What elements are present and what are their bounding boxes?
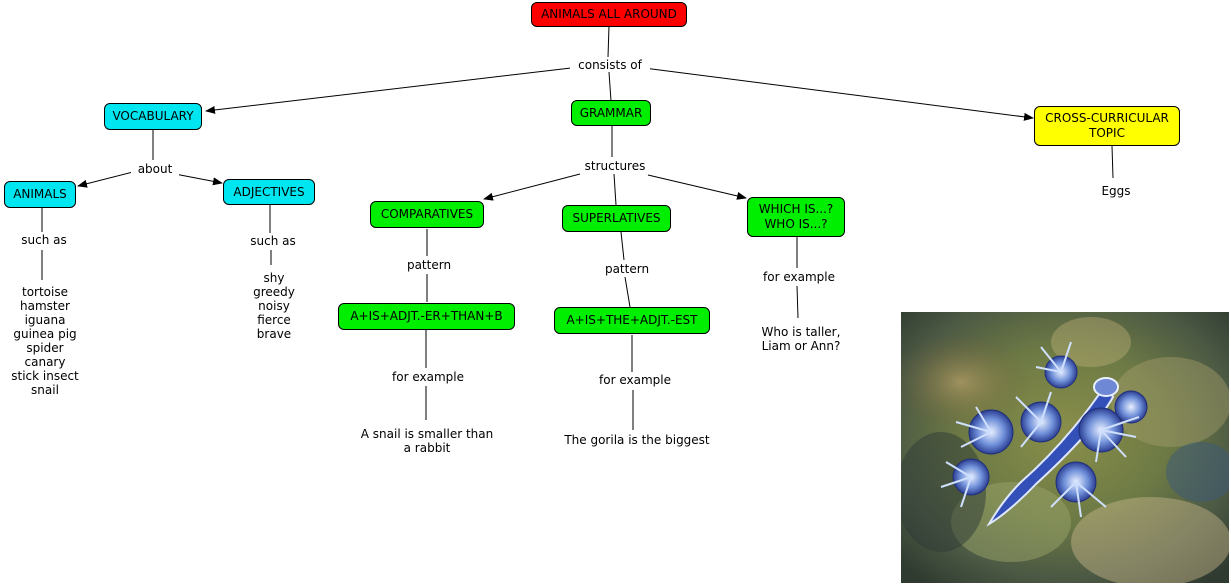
node-adjectives[interactable]: ADJECTIVES (223, 179, 315, 205)
leaf-adjectives-list: shy greedy noisy fierce brave (242, 271, 306, 341)
sea-slug-photo (901, 312, 1229, 583)
leaf-comparative-example: A snail is smaller than a rabbit (346, 427, 508, 455)
link-label-which-for-example: for example (752, 270, 846, 284)
node-which-is[interactable]: WHICH IS...? WHO IS...? (747, 197, 845, 237)
leaf-animals-list: tortoise hamster iguana guinea pig spide… (2, 285, 88, 397)
link-label-superlatives-for-example: for example (588, 373, 682, 387)
link-label-animals-such-as: such as (12, 233, 76, 247)
leaf-superlative-example: The gorila is the biggest (554, 433, 720, 447)
node-animals[interactable]: ANIMALS (4, 181, 76, 208)
node-comparatives[interactable]: COMPARATIVES (370, 201, 484, 228)
node-vocabulary[interactable]: VOCABULARY (104, 103, 202, 130)
link-label-about: about (131, 162, 179, 176)
leaf-eggs: Eggs (1086, 184, 1146, 198)
node-cross-curricular-topic[interactable]: CROSS-CURRICULAR TOPIC (1034, 106, 1180, 146)
node-comparative-pattern[interactable]: A+IS+ADJT.-ER+THAN+B (338, 303, 515, 330)
link-label-adjectives-such-as: such as (241, 234, 305, 248)
link-label-comparatives-for-example: for example (381, 370, 475, 384)
root-node-title[interactable]: ANIMALS ALL AROUND (531, 2, 687, 27)
link-label-comparatives-pattern: pattern (398, 258, 460, 272)
node-superlatives[interactable]: SUPERLATIVES (562, 205, 671, 232)
node-superlative-pattern[interactable]: A+IS+THE+ADJT.-EST (554, 307, 710, 334)
link-label-consists-of: consists of (570, 58, 650, 72)
node-grammar[interactable]: GRAMMAR (571, 100, 651, 126)
link-label-superlatives-pattern: pattern (596, 262, 658, 276)
leaf-which-example: Who is taller, Liam or Ann? (750, 325, 852, 353)
link-label-structures: structures (578, 159, 652, 173)
